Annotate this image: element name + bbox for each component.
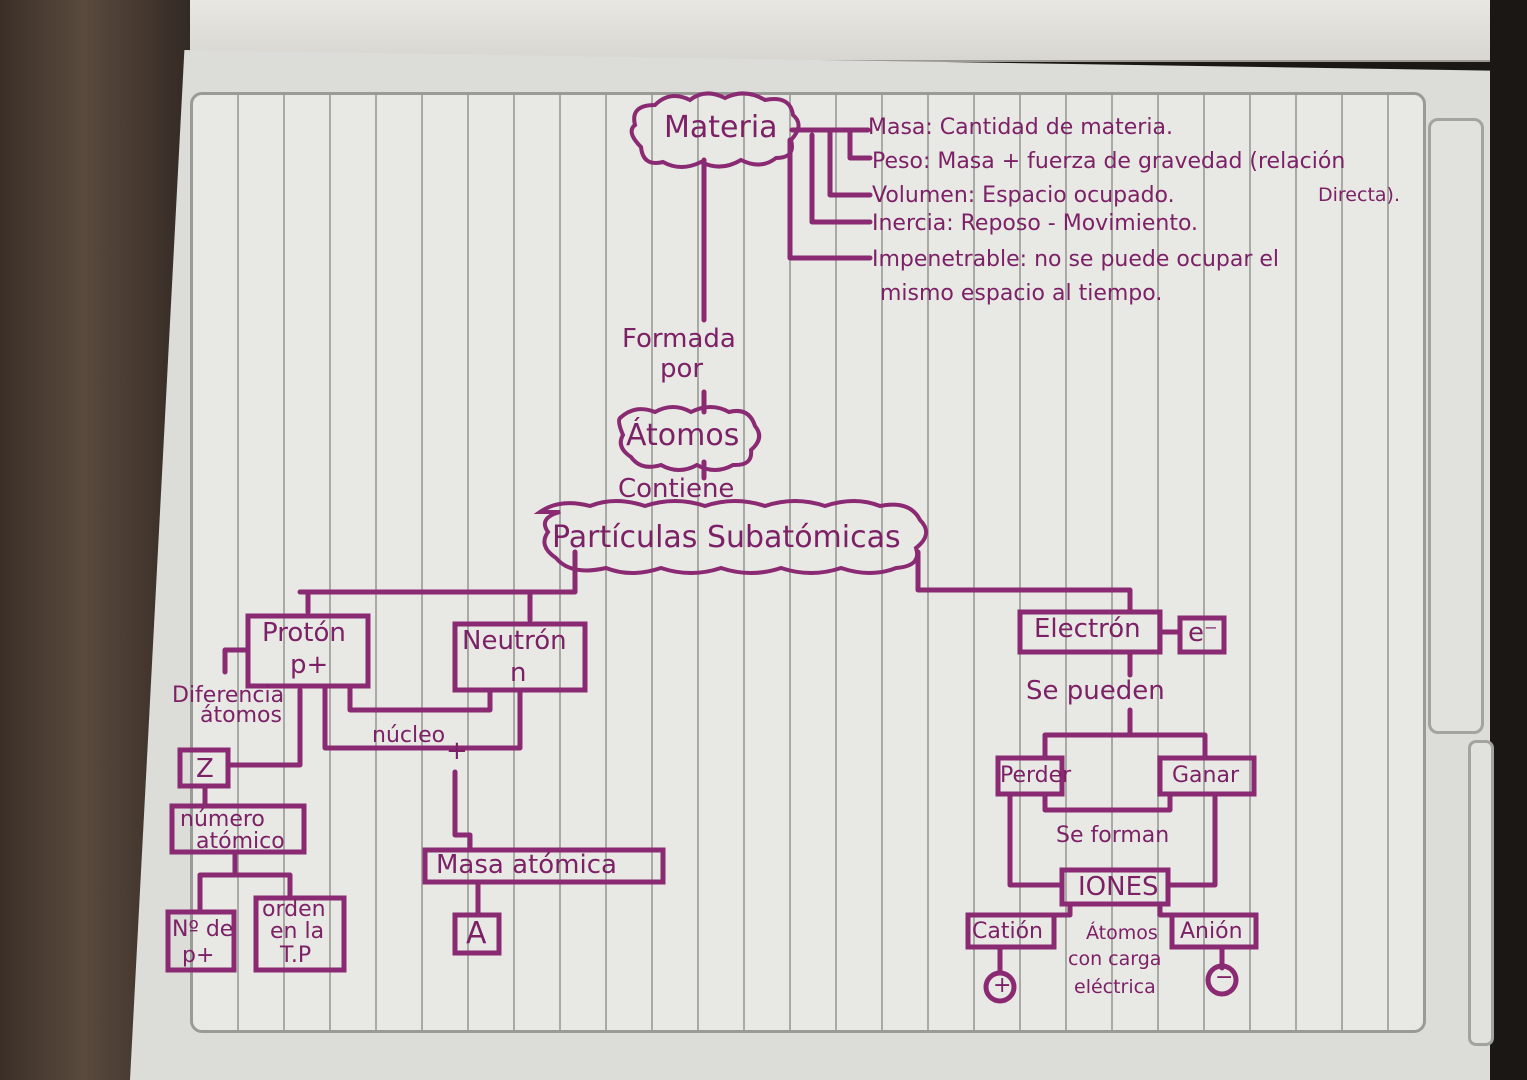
link-se-forman: Se forman <box>1056 823 1170 848</box>
side-tab-lower <box>1468 740 1494 1046</box>
link-se-pueden: Se pueden <box>1026 676 1165 706</box>
box-e <box>1177 615 1227 655</box>
box-n-de <box>165 909 237 973</box>
property-masa: Masa: Cantidad de materia. <box>868 115 1173 140</box>
node-proton-symbol: p+ <box>290 650 329 680</box>
property-inercia: Inercia: Reposo - Movimiento. <box>872 211 1199 236</box>
link-por: por <box>660 354 704 384</box>
node-particulas: Partículas Subatómicas <box>552 520 901 555</box>
link-diferencia: Diferencia <box>172 683 285 708</box>
property-volumen: Volumen: Espacio ocupado. <box>872 183 1175 208</box>
link-diferencia-atomos: átomos <box>200 703 282 728</box>
node-electron: Electrón <box>1034 614 1141 644</box>
node-masa-atomica: Masa atómica <box>436 850 617 880</box>
link-contiene: Contiene <box>618 474 735 504</box>
link-plus: + <box>446 736 468 766</box>
side-tab-upper <box>1428 118 1484 734</box>
node-en-la: en la <box>270 919 325 944</box>
node-atomico: atómico <box>196 829 285 854</box>
node-cation: Catión <box>972 919 1043 944</box>
plus-sign: + <box>993 973 1012 998</box>
lined-sheet <box>190 92 1426 1033</box>
node-iones: IONES <box>1078 872 1159 902</box>
box-a <box>452 912 502 956</box>
minus-sign: − <box>1215 965 1234 990</box>
node-neutron: Neutrón <box>462 626 567 656</box>
node-electrica: eléctrica <box>1074 976 1156 998</box>
link-nucleo: núcleo <box>372 723 446 748</box>
circle-minus <box>1205 963 1239 997</box>
node-neutron-symbol: n <box>510 658 527 688</box>
node-proton: Protón <box>262 618 346 648</box>
box-anion <box>1169 912 1259 950</box>
cloud-atomos <box>617 405 762 472</box>
box-perder <box>995 755 1065 797</box>
node-anion: Anión <box>1180 919 1243 944</box>
box-ganar <box>1157 755 1257 797</box>
box-orden <box>253 895 347 973</box>
node-tp: T.P <box>280 943 312 968</box>
property-impenetrable-cont: mismo espacio al tiempo. <box>880 281 1163 306</box>
property-peso-cont: Directa). <box>1318 184 1400 206</box>
node-atomos-carga: Átomos <box>1086 922 1158 944</box>
node-n-de: Nº de <box>172 917 234 942</box>
node-con-carga: con carga <box>1068 948 1162 970</box>
box-iones <box>1059 867 1171 907</box>
node-materia: Materia <box>664 110 778 145</box>
box-masa-atomica <box>422 847 666 885</box>
circle-plus <box>983 970 1017 1004</box>
node-ganar: Ganar <box>1172 763 1239 788</box>
property-impenetrable: Impenetrable: no se puede ocupar el <box>872 247 1280 272</box>
box-numero <box>169 803 307 855</box>
cloud-particulas <box>533 499 928 575</box>
node-n-de-p: p+ <box>182 943 215 968</box>
node-numero: número <box>180 807 265 832</box>
property-peso: Peso: Masa + fuerza de gravedad (relació… <box>872 149 1346 174</box>
node-a: A <box>466 916 487 951</box>
node-atomos: Átomos <box>626 418 740 453</box>
node-orden: orden <box>262 897 326 922</box>
cloud-materia <box>629 91 801 169</box>
node-z: Z <box>196 754 214 784</box>
node-perder: Perder <box>1000 763 1072 788</box>
box-cation <box>965 912 1057 950</box>
link-formada: Formada <box>622 324 736 354</box>
node-e-symbol: e⁻ <box>1188 618 1218 648</box>
